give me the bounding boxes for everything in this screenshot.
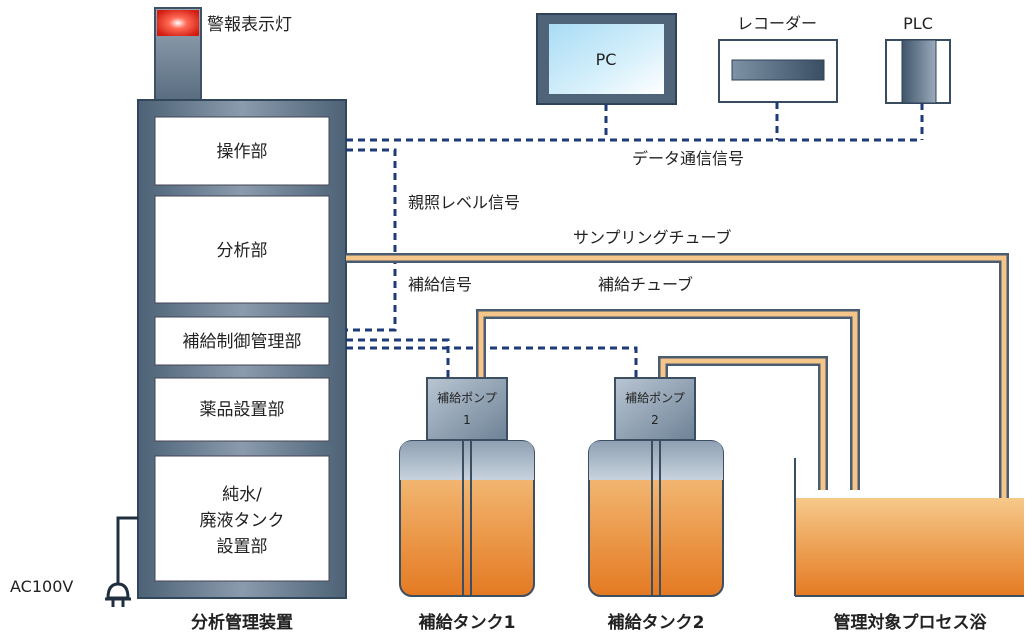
pump-1-label-1: 補給ポンプ bbox=[437, 391, 497, 405]
supply-tube-label: 補給チューブ bbox=[598, 275, 693, 294]
pc-monitor bbox=[536, 13, 677, 105]
plc-label: PLC bbox=[903, 14, 933, 33]
supply-tank-2 bbox=[588, 440, 724, 597]
process-bath bbox=[794, 458, 1024, 597]
panel-reagent-label: 薬品設置部 bbox=[200, 400, 285, 420]
level-ref-label: 親照レベル信号 bbox=[408, 193, 520, 212]
pump-2-label-2: 2 bbox=[651, 413, 659, 427]
panel-reagent bbox=[154, 377, 330, 442]
supply-tank-1-caption: 補給タンク1 bbox=[418, 612, 516, 633]
pc-label: PC bbox=[596, 50, 617, 69]
panel-operation-label: 操作部 bbox=[217, 142, 268, 162]
panel-analysis-label: 分析部 bbox=[217, 241, 268, 261]
recorder-label: レコーダー bbox=[737, 14, 817, 33]
analyzer-cabinet bbox=[137, 99, 347, 599]
panel-tank bbox=[154, 455, 330, 582]
supply-tank-1 bbox=[399, 440, 535, 597]
panel-tank-label-2: 廃液タンク bbox=[200, 511, 285, 531]
power-label: AC100V bbox=[10, 577, 73, 596]
process-bath-caption: 管理対象プロセス浴 bbox=[834, 612, 988, 633]
panel-operation bbox=[154, 116, 330, 186]
data-comm-label: データ通信信号 bbox=[632, 149, 744, 168]
supply-signal-lines bbox=[346, 338, 638, 378]
warning-lamp bbox=[154, 7, 202, 107]
sampling-tube-label: サンプリングチューブ bbox=[573, 228, 732, 247]
pump-1-label-2: 1 bbox=[463, 413, 471, 427]
sampling-tube bbox=[346, 253, 1009, 585]
supply-tank-2-caption: 補給タンク2 bbox=[607, 612, 705, 633]
data-comm-lines bbox=[346, 102, 924, 142]
supply-signal-label: 補給信号 bbox=[408, 275, 472, 294]
supply-pump-1 bbox=[426, 377, 508, 441]
plc-device bbox=[885, 39, 951, 104]
warning-lamp-label: 警報表示灯 bbox=[207, 15, 292, 35]
analyzer-caption: 分析管理装置 bbox=[191, 612, 293, 633]
panel-tank-label-1: 純水/ bbox=[222, 485, 262, 505]
level-ref-line bbox=[346, 148, 397, 332]
power-plug-icon bbox=[105, 582, 131, 607]
panel-analysis bbox=[154, 195, 330, 304]
recorder-device bbox=[718, 39, 838, 103]
supply-pump-2 bbox=[614, 377, 696, 441]
panel-tank-label-3: 設置部 bbox=[217, 537, 268, 557]
pump-2-label-1: 補給ポンプ bbox=[625, 391, 685, 405]
panel-supply-control-label: 補給制御管理部 bbox=[183, 332, 302, 352]
panel-supply-control bbox=[154, 316, 330, 366]
power-cord bbox=[116, 516, 138, 592]
